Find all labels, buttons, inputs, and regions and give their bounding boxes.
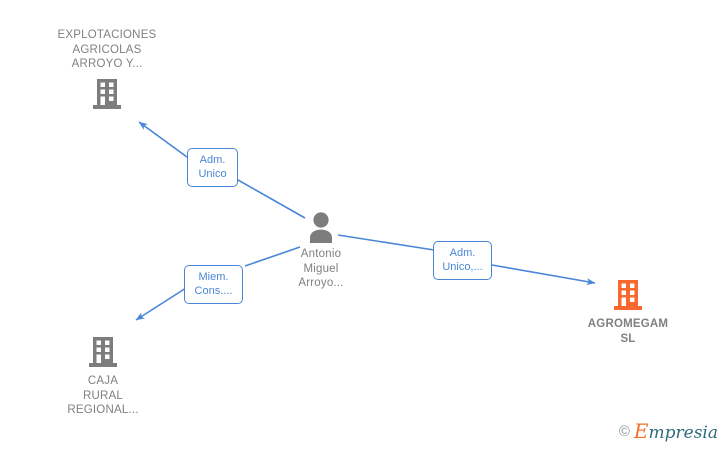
empresia-watermark: © Empresia bbox=[619, 421, 718, 442]
edge-label-adm-unico-explotaciones[interactable]: Adm. Unico bbox=[187, 148, 238, 187]
node-label-agromegam: AGROMEGAM SL bbox=[587, 318, 669, 345]
brand-initial: E bbox=[633, 419, 649, 443]
edge-person-to-caja-rural[interactable] bbox=[135, 246, 301, 321]
person-icon bbox=[310, 212, 332, 243]
brand-rest: mpresia bbox=[648, 423, 719, 443]
building-icon bbox=[614, 280, 642, 310]
node-explotaciones[interactable]: EXPLOTACIONES AGRICOLAS ARROYO Y... bbox=[37, 28, 177, 112]
node-label-person-antonio: Antonio Miguel Arroyo... bbox=[298, 248, 344, 289]
node-label-explotaciones: EXPLOTACIONES AGRICOLAS ARROYO Y... bbox=[57, 29, 157, 70]
edge-label-miem-cons-caja-rural[interactable]: Miem. Cons.... bbox=[184, 265, 243, 304]
node-person-antonio[interactable]: Antonio Miguel Arroyo... bbox=[251, 211, 391, 291]
edge-person-to-agromegam[interactable] bbox=[337, 234, 596, 285]
node-caja-rural[interactable]: CAJA RURAL REGIONAL... bbox=[33, 334, 173, 418]
brand-wordmark: Empresia bbox=[634, 421, 718, 442]
node-agromegam[interactable]: AGROMEGAM SL bbox=[558, 277, 698, 346]
building-icon bbox=[89, 337, 117, 367]
edge-person-to-explotaciones[interactable] bbox=[138, 121, 306, 219]
copyright-icon: © bbox=[618, 423, 630, 440]
edge-label-adm-unico-agromegam[interactable]: Adm. Unico,... bbox=[433, 241, 492, 280]
building-icon bbox=[93, 78, 121, 109]
node-label-caja-rural: CAJA RURAL REGIONAL... bbox=[67, 375, 139, 416]
